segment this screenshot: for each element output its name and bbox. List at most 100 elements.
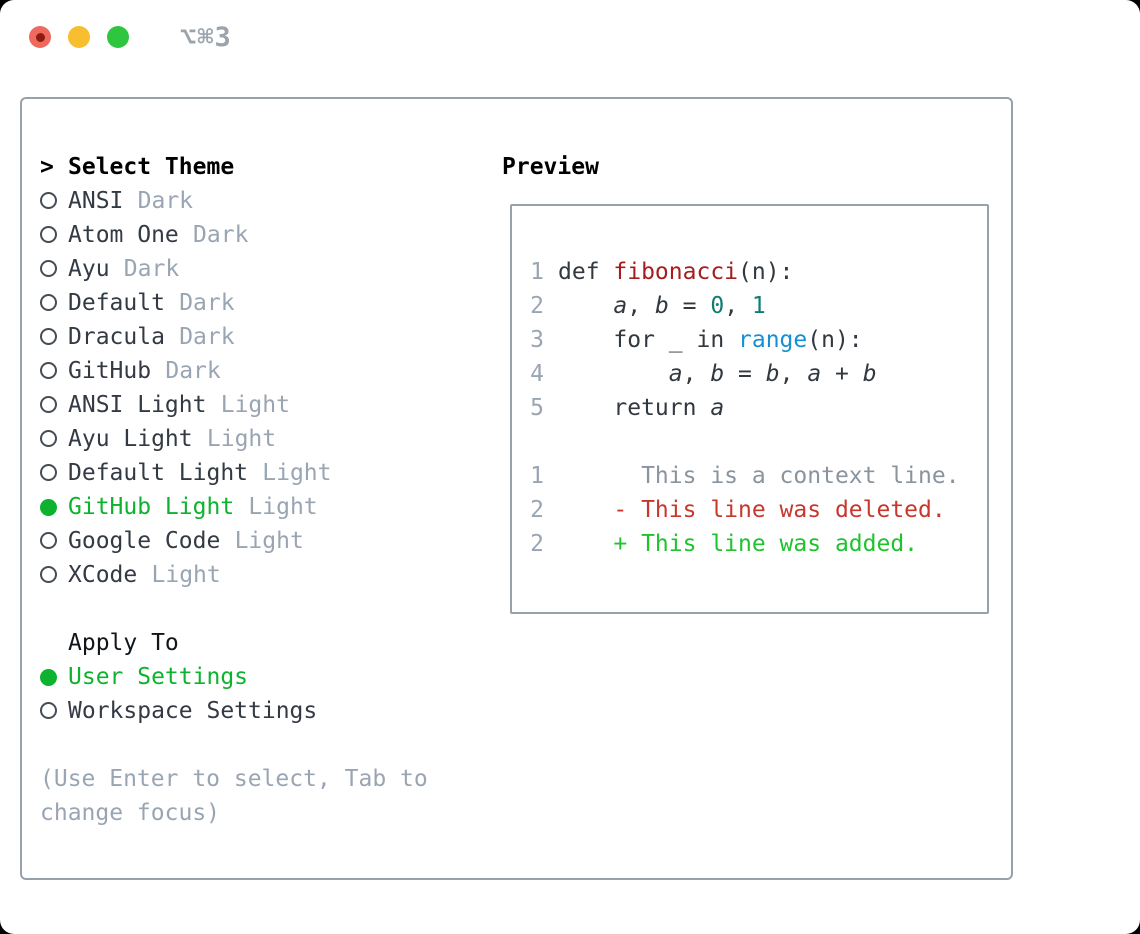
- selected-radio-icon: [40, 669, 57, 686]
- code-segment: ,: [779, 361, 808, 387]
- theme-option-label: GitHub: [68, 358, 152, 384]
- apply-option-user-settings[interactable]: User Settings: [40, 660, 480, 694]
- preview-title: Preview: [502, 154, 599, 180]
- radio-icon: [40, 464, 57, 481]
- radio-icon: [40, 702, 57, 719]
- code-line: 2 a, b = 0, 1: [530, 289, 987, 323]
- code-segment: =: [724, 361, 766, 387]
- code-segment: 1: [751, 293, 766, 319]
- apply-option-label: Workspace Settings: [68, 698, 318, 724]
- radio-cell: [40, 252, 68, 286]
- radio-cell: [40, 184, 68, 218]
- code-segment: ,: [627, 293, 655, 319]
- radio-icon: [40, 226, 57, 243]
- radio-cell: [40, 422, 68, 456]
- code-segment: This is a context line.: [558, 463, 960, 489]
- line-number: 2: [530, 497, 544, 523]
- theme-option-label: ANSI Light: [68, 392, 207, 418]
- code-line: 2 - This line was deleted.: [530, 493, 987, 527]
- code-segment: [558, 293, 613, 319]
- window-titlebar: ⌥⌘3: [0, 0, 1140, 74]
- theme-variant-label: Light: [206, 426, 277, 452]
- code-segment: a: [613, 293, 628, 319]
- radio-icon: [40, 260, 57, 277]
- theme-variant-label: Light: [262, 460, 332, 486]
- radio-icon: [40, 362, 57, 379]
- code-text: return a: [558, 395, 724, 421]
- code-segment: ,: [682, 361, 711, 387]
- theme-variant-label: Dark: [137, 188, 194, 214]
- code-line: 1 This is a context line.: [530, 459, 987, 493]
- code-segment: def: [558, 259, 614, 285]
- code-segment: (n):: [807, 327, 863, 353]
- code-line: 2 + This line was added.: [530, 527, 987, 561]
- radio-cell: [40, 660, 68, 694]
- line-number: 2: [530, 293, 544, 319]
- radio-cell: [40, 524, 68, 558]
- line-number: 1: [530, 463, 544, 489]
- code-segment: a: [807, 361, 822, 387]
- radio-icon: [40, 396, 57, 413]
- theme-option-label: ANSI: [68, 188, 124, 214]
- zoom-button[interactable]: [107, 26, 129, 48]
- radio-icon: [40, 294, 57, 311]
- line-number: 2: [530, 531, 544, 557]
- theme-option-label: Atom One: [68, 222, 179, 248]
- selected-radio-icon: [40, 499, 57, 516]
- radio-cell: [40, 456, 68, 490]
- code-line: 5 return a: [530, 391, 987, 425]
- theme-variant-label: Dark: [193, 222, 249, 248]
- code-segment: b: [710, 361, 725, 387]
- theme-option-ansi[interactable]: ANSI Dark: [40, 184, 480, 218]
- code-segment: a: [710, 395, 725, 421]
- theme-variant-label: Light: [151, 562, 221, 588]
- code-segment: ,: [724, 293, 752, 319]
- line-number: 5: [530, 395, 544, 421]
- select-theme-header: > Select Theme: [40, 150, 480, 184]
- code-text: for _ in range(n):: [558, 327, 863, 353]
- radio-icon: [40, 328, 57, 345]
- code-line: 4 a, b = b, a + b: [530, 357, 987, 391]
- theme-option-label: Default: [68, 290, 165, 316]
- radio-icon: [40, 532, 57, 549]
- code-segment: + This line was added.: [558, 531, 919, 557]
- unsaved-dot-icon: [35, 32, 45, 42]
- window-shortcut-label: ⌥⌘3: [180, 21, 232, 53]
- code-segment: fibonacci: [613, 259, 739, 285]
- code-segment: - This line was deleted.: [558, 497, 946, 523]
- cursor-prefix-icon: >: [40, 154, 54, 180]
- code-line: 3 for _ in range(n):: [530, 323, 987, 357]
- code-segment: +: [821, 361, 863, 387]
- radio-icon: [40, 192, 57, 209]
- theme-option-atom-one[interactable]: Atom One Dark: [40, 218, 480, 252]
- line-number: 3: [530, 327, 544, 353]
- radio-icon: [40, 430, 57, 447]
- radio-cell: [40, 490, 68, 524]
- code-segment: [558, 361, 669, 387]
- minimize-button[interactable]: [68, 26, 90, 48]
- theme-option-label: Google Code: [68, 528, 221, 554]
- code-text: a, b = b, a + b: [558, 361, 877, 387]
- select-theme-title: Select Theme: [68, 154, 235, 180]
- close-button[interactable]: [29, 26, 51, 48]
- apply-option-workspace-settings[interactable]: Workspace Settings: [40, 694, 480, 728]
- theme-variant-label: Dark: [123, 256, 180, 282]
